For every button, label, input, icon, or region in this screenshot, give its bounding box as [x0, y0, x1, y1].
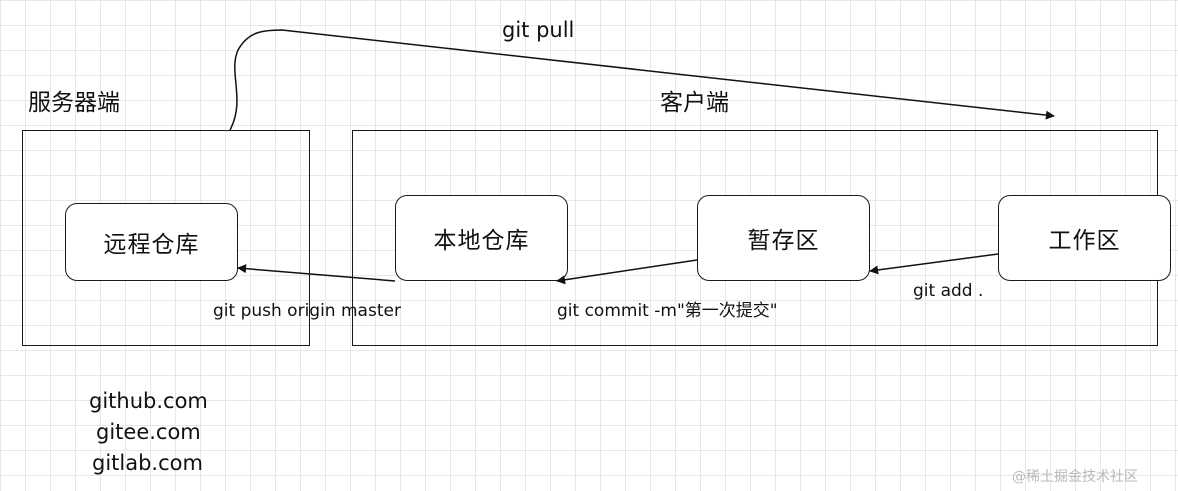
host-gitlab: gitlab.com [92, 451, 203, 475]
watermark: @稀土掘金技术社区 [1012, 469, 1138, 485]
host-github: github.com [89, 389, 208, 413]
pull-edge-label: git pull [502, 18, 575, 42]
commit-arrow [556, 259, 698, 285]
add-edge-label: git add . [913, 281, 984, 301]
remote-repo-node: 远程仓库 [65, 203, 238, 281]
server-zone-frame [22, 130, 310, 346]
add-arrow [869, 253, 999, 275]
local-repo-node: 本地仓库 [395, 195, 568, 281]
client-zone-label: 客户端 [660, 90, 729, 116]
server-zone-label: 服务器端 [28, 90, 120, 116]
workspace-node: 工作区 [998, 195, 1171, 281]
commit-edge-label: git commit -m"第一次提交" [557, 301, 778, 321]
push-edge-label: git push origin master [213, 301, 401, 321]
host-gitee: gitee.com [96, 420, 201, 444]
pull-arrow [229, 29, 1055, 131]
staging-area-node: 暂存区 [697, 195, 870, 281]
push-arrow [237, 264, 396, 282]
